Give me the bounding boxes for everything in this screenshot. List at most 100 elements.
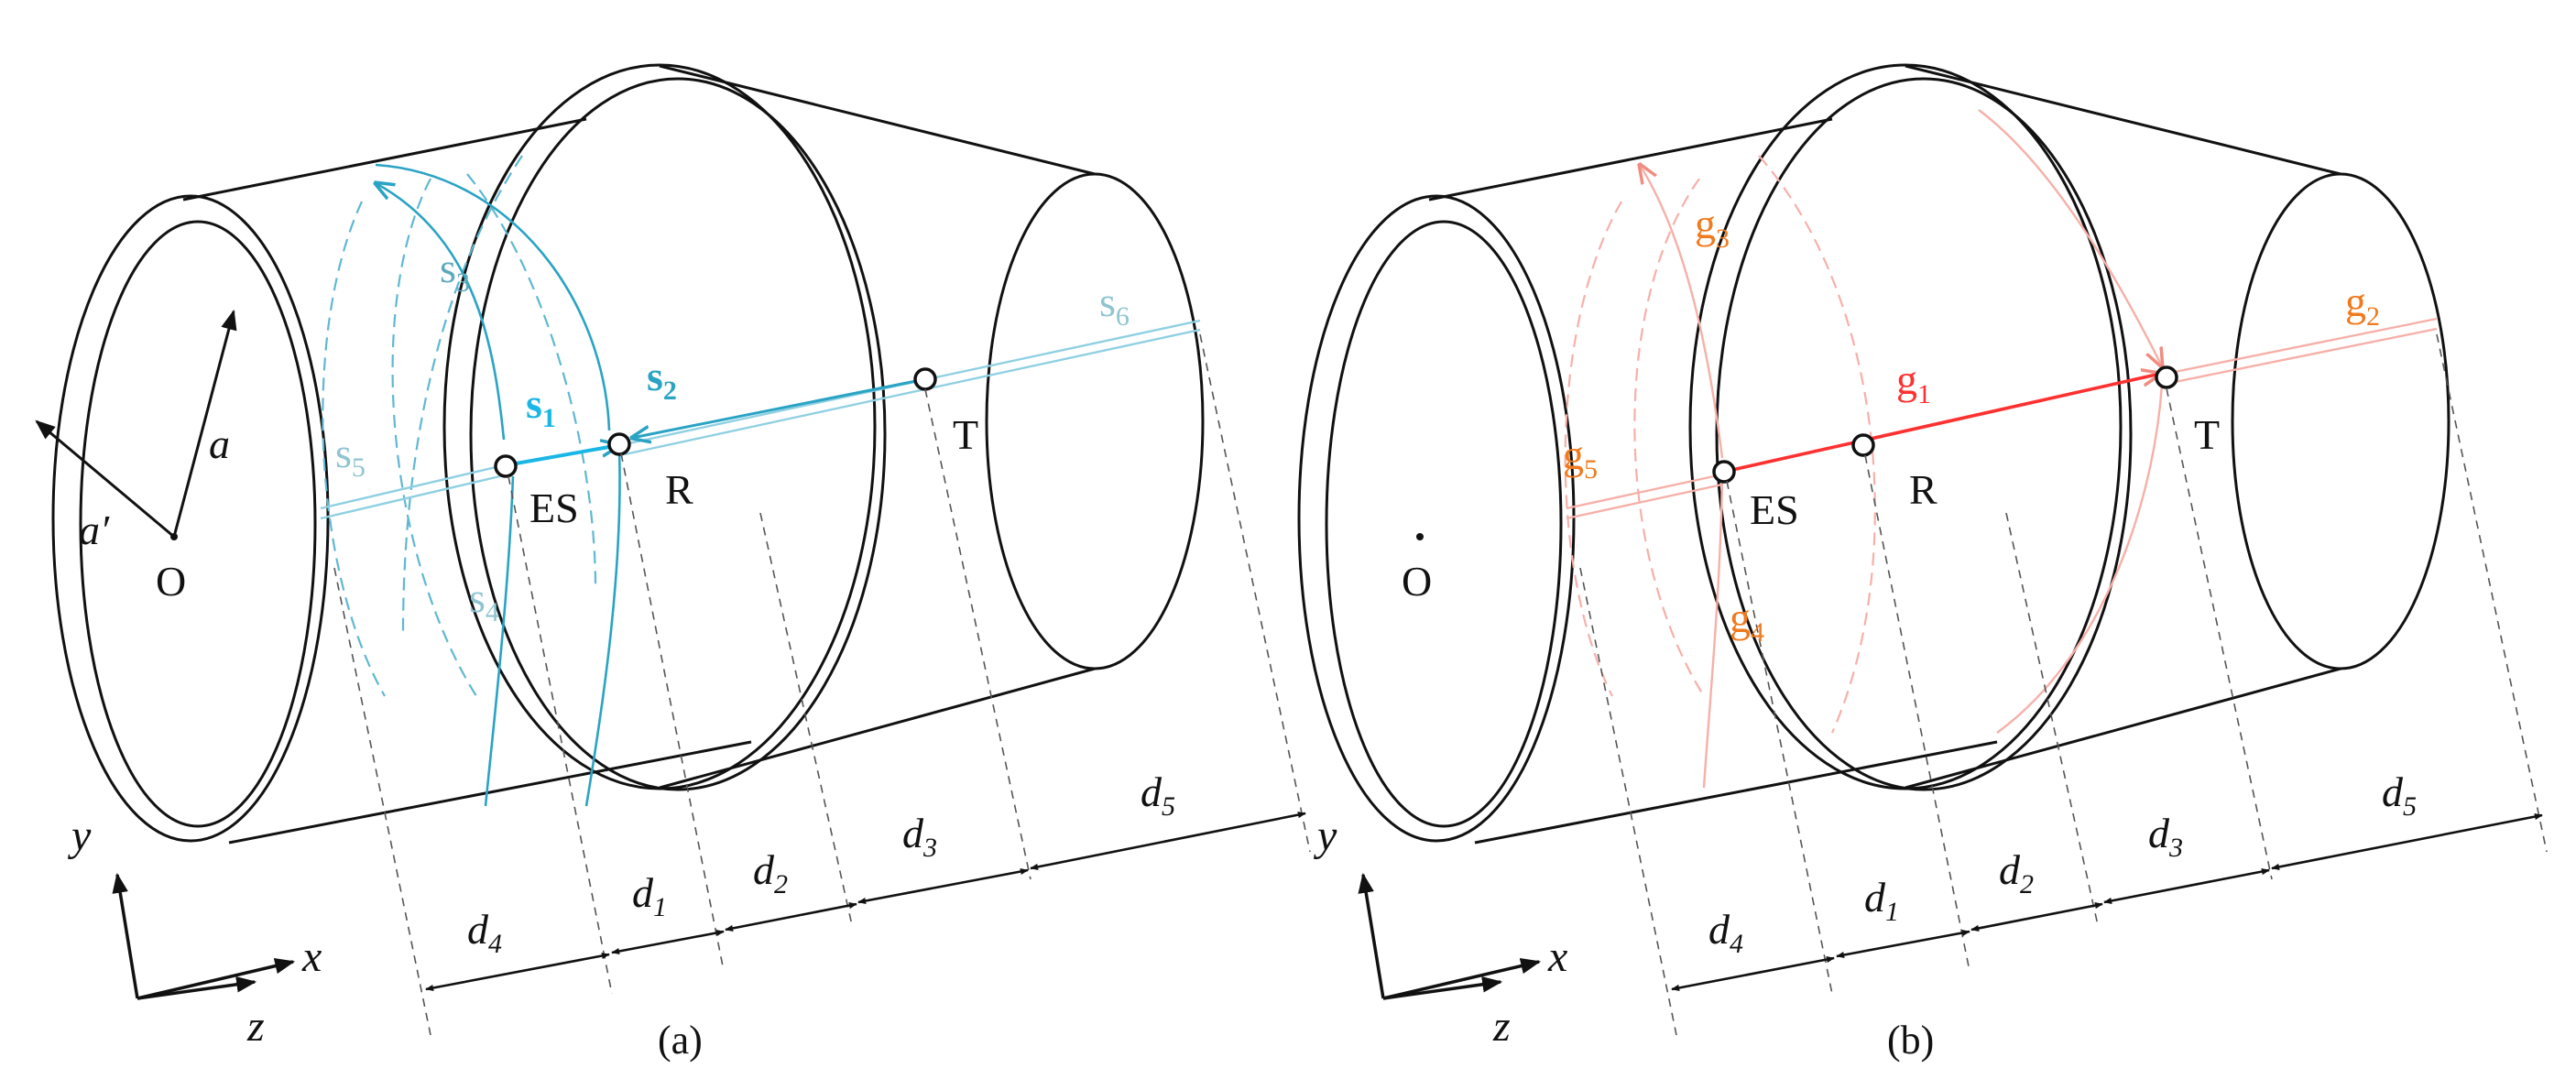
panel-a: O a a′ ES R T s1 s2 s3 s4 s5 s6 d5 d3 d2… (35, 63, 1311, 1063)
g2-ray (2165, 317, 2438, 376)
proj-line-b5 (2166, 387, 2273, 880)
s5-ray (320, 463, 505, 510)
radius-inner-arrow (35, 420, 175, 539)
g2-ray-2 (2165, 327, 2438, 386)
rays-b (1566, 317, 2438, 520)
z-axis-label-b: z (1492, 1002, 1511, 1051)
point-es-marker (494, 454, 518, 478)
path-g4-label: g4 (1730, 594, 1764, 648)
caption-b: (b) (1887, 1018, 1934, 1063)
dim-d1-label: d1 (632, 869, 667, 922)
point-es-marker-b (1712, 460, 1736, 484)
outer-top-edge (659, 64, 1096, 176)
dim-arrow-d3 (857, 867, 1029, 905)
path-s4-label: s4 (469, 574, 499, 627)
main-top-edge-b (1428, 117, 1833, 202)
origin-label-b: O (1402, 558, 1432, 605)
s3-path-top (375, 163, 611, 431)
point-r-label-b: R (1909, 466, 1937, 513)
point-es-label-b: ES (1750, 486, 1799, 533)
left-inner-ellipse-b (1325, 220, 1563, 828)
rays-a (320, 319, 1201, 520)
proj-line-b1 (1579, 567, 1677, 1036)
y-axis-label: y (67, 812, 92, 860)
main-bottom-edge (228, 740, 752, 845)
dim-arrow-d5 (1030, 812, 1306, 870)
left-outer-ellipse-b (1297, 194, 1576, 843)
dim-arrow-b-d4 (1671, 955, 1835, 992)
radius-outer-arrow (172, 309, 237, 538)
axes-b (1358, 872, 1542, 1000)
dimension-arrows-b (1671, 813, 2543, 992)
flange-back-ellipse (442, 63, 877, 790)
proj-line-6 (1199, 333, 1311, 853)
dim-d3-label: d3 (902, 810, 937, 863)
outer-top-edge-b (1905, 64, 2341, 176)
path-g3-label: g3 (1695, 201, 1730, 254)
point-t-label-b: T (2194, 411, 2220, 458)
left-inner-ellipse (79, 220, 317, 828)
origin-point (170, 533, 178, 540)
dimension-arrows-a (425, 812, 1306, 992)
dim-arrow-d2 (725, 902, 857, 932)
y-axis-arrow (112, 872, 139, 999)
point-r-label: R (665, 466, 693, 513)
point-r-marker-b (1851, 433, 1875, 457)
proj-line-5 (924, 388, 1031, 880)
s3-path (376, 183, 506, 441)
main-bottom-edge-b (1474, 740, 1998, 845)
dim-arrow-b-d1 (1836, 929, 1970, 959)
s4-path-right (584, 448, 621, 807)
dim-arrow-d4 (425, 952, 610, 992)
pipe-outline-b (1297, 63, 2450, 845)
origin-point-b (1416, 533, 1424, 540)
s1-ray (505, 445, 619, 467)
g3-path (1640, 165, 1724, 459)
main-top-edge (182, 117, 587, 202)
path-g1-label: g1 (1896, 356, 1931, 409)
g4-path (1702, 475, 1724, 789)
dim-d2-label: d2 (753, 846, 788, 899)
s4-back-path (391, 178, 477, 697)
s6-ray-2 (624, 328, 1201, 456)
dim-arrow-b-d5 (2271, 813, 2543, 870)
projection-lines-b (1579, 333, 2548, 1036)
flange-front-ellipse (469, 77, 887, 791)
proj-line-4 (759, 512, 853, 926)
y-axis-label-b: y (1313, 812, 1337, 860)
path-s5-label: s5 (335, 430, 366, 483)
point-r-marker (607, 432, 631, 456)
proj-line-1 (333, 567, 431, 1036)
outer-bottom-edge (659, 667, 1096, 790)
z-axis-label: z (246, 1002, 265, 1051)
dim-d4-label: d4 (467, 906, 502, 959)
point-es-label: ES (529, 485, 579, 531)
s4-path (484, 475, 515, 807)
x-axis-arrow-b (1382, 957, 1542, 1000)
dim-b-d3-label: d3 (2148, 810, 2183, 863)
right-end-ellipse (985, 172, 1205, 670)
path-g2-label: g2 (2345, 278, 2380, 332)
point-t-label: T (953, 411, 978, 458)
g5-ray-2 (1566, 483, 1723, 520)
panel-b: O ES R T g1 g2 g3 g4 g5 d5 d3 d2 d1 d4 y… (1297, 63, 2548, 1063)
dim-b-d1-label: d1 (1864, 874, 1899, 927)
z-axis-arrow (136, 976, 257, 1000)
g1-ray (1723, 374, 2160, 474)
dim-arrow-b-d3 (2103, 868, 2270, 904)
x-axis-label-b: x (1547, 932, 1567, 981)
left-outer-ellipse (51, 194, 330, 843)
flange-back-ellipse-b (1688, 63, 2123, 790)
caption-a: (a) (658, 1018, 703, 1063)
pipe-outline (51, 63, 1205, 845)
dim-b-d4-label: d4 (1708, 906, 1743, 959)
point-t-marker (913, 367, 937, 391)
s2-ray (632, 377, 926, 438)
dim-b-d2-label: d2 (1999, 846, 2034, 899)
outer-bottom-edge-b (1905, 667, 2341, 790)
radius-inner-label: a′ (79, 507, 110, 553)
dim-d5-label: d5 (1141, 768, 1175, 822)
g3-back-path (1564, 201, 1622, 697)
path-s2-label: s2 (647, 353, 677, 406)
